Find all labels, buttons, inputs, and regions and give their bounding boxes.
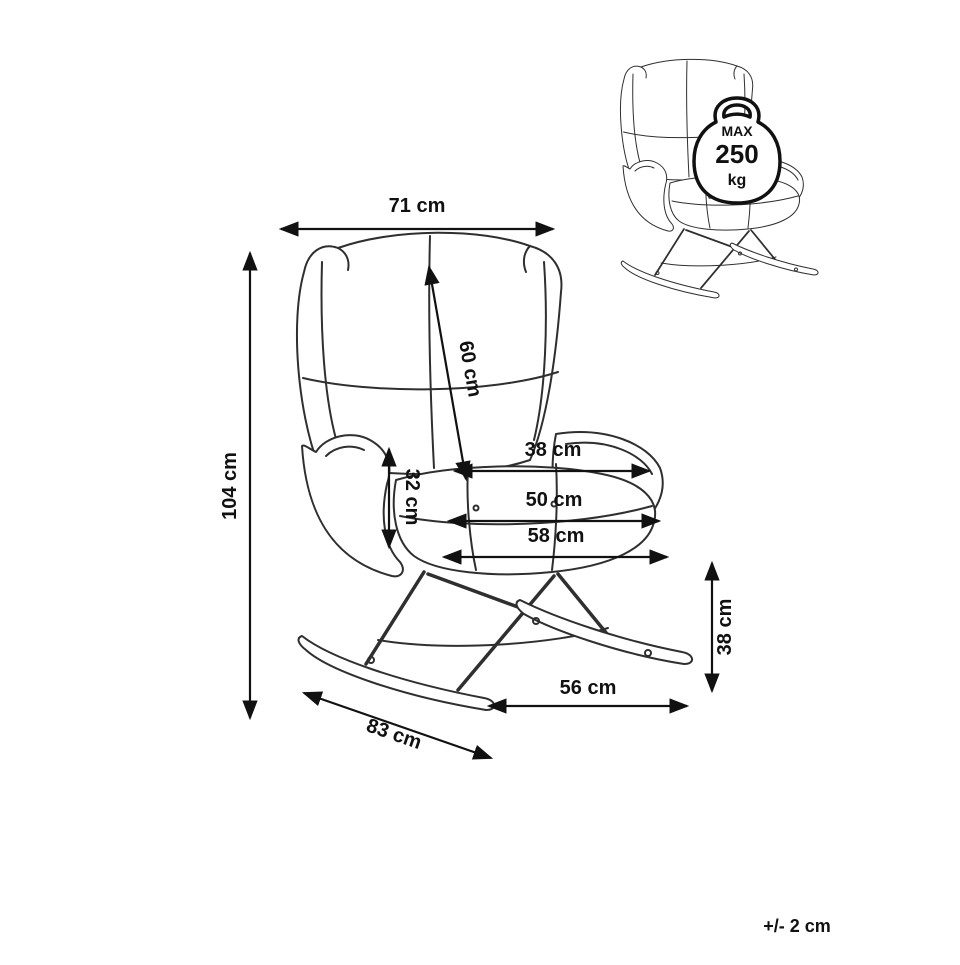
dim-top-width: 71 cm [278, 195, 556, 237]
dim-rocker-length-arrow [301, 691, 494, 760]
dim-seat-depth: 38 cm [452, 439, 652, 479]
chair-bolt-3 [367, 656, 375, 664]
dim-overall-height: 104 cm [219, 250, 258, 721]
dim-base-depth-label: 56 cm [560, 677, 617, 699]
chair-front-left-leg [364, 570, 426, 666]
dim-armrest-height: 32 cm [381, 446, 423, 550]
chair-tuft-button-2 [550, 500, 558, 508]
chair-right-rocker [515, 599, 693, 665]
dim-seat-depth-label: 38 cm [525, 439, 582, 461]
weight-badge: MAX 250 kg [692, 96, 782, 205]
badge-value: 250 [715, 139, 758, 169]
dim-overall-height-label: 104 cm [219, 452, 241, 520]
chair-left-wing-curl [337, 247, 350, 271]
kettlebell-icon [692, 96, 782, 205]
chair-left-armrest-seam [325, 445, 365, 457]
dim-seat-width-label: 50 cm [526, 489, 583, 511]
dimensions: 71 cm 104 cm 60 cm 32 cm 38 cm 50 cm 58 … [219, 195, 736, 760]
dim-seat-outer-width-label: 58 cm [528, 525, 585, 547]
dim-backrest-length-arrow [424, 264, 471, 482]
dim-base-depth: 56 cm [486, 677, 690, 714]
chair-bolt-1 [532, 617, 540, 625]
dim-rocker-height-label: 38 cm [714, 599, 736, 656]
dim-seat-outer-width: 58 cm [441, 525, 670, 565]
chair-left-rocker [297, 635, 495, 711]
chair-tuft-button-1 [472, 504, 480, 512]
chair-bolt-2 [644, 649, 652, 657]
dim-seat-width: 50 cm [446, 489, 662, 529]
dim-rocker-length-label: 83 cm [364, 715, 425, 754]
chair-right-wing-curl [522, 245, 531, 273]
chair-right-wing-seam [533, 261, 547, 441]
badge-max-label: MAX [721, 123, 753, 139]
chair-cross-leg-right [456, 574, 556, 692]
dim-armrest-height-label: 32 cm [401, 469, 423, 526]
badge-unit: kg [728, 172, 747, 189]
dim-top-width-label: 71 cm [389, 195, 446, 217]
chair-left-wing-seam [320, 261, 339, 447]
dim-rocker-height: 38 cm [704, 560, 736, 694]
tolerance-note: +/- 2 cm [763, 916, 831, 936]
